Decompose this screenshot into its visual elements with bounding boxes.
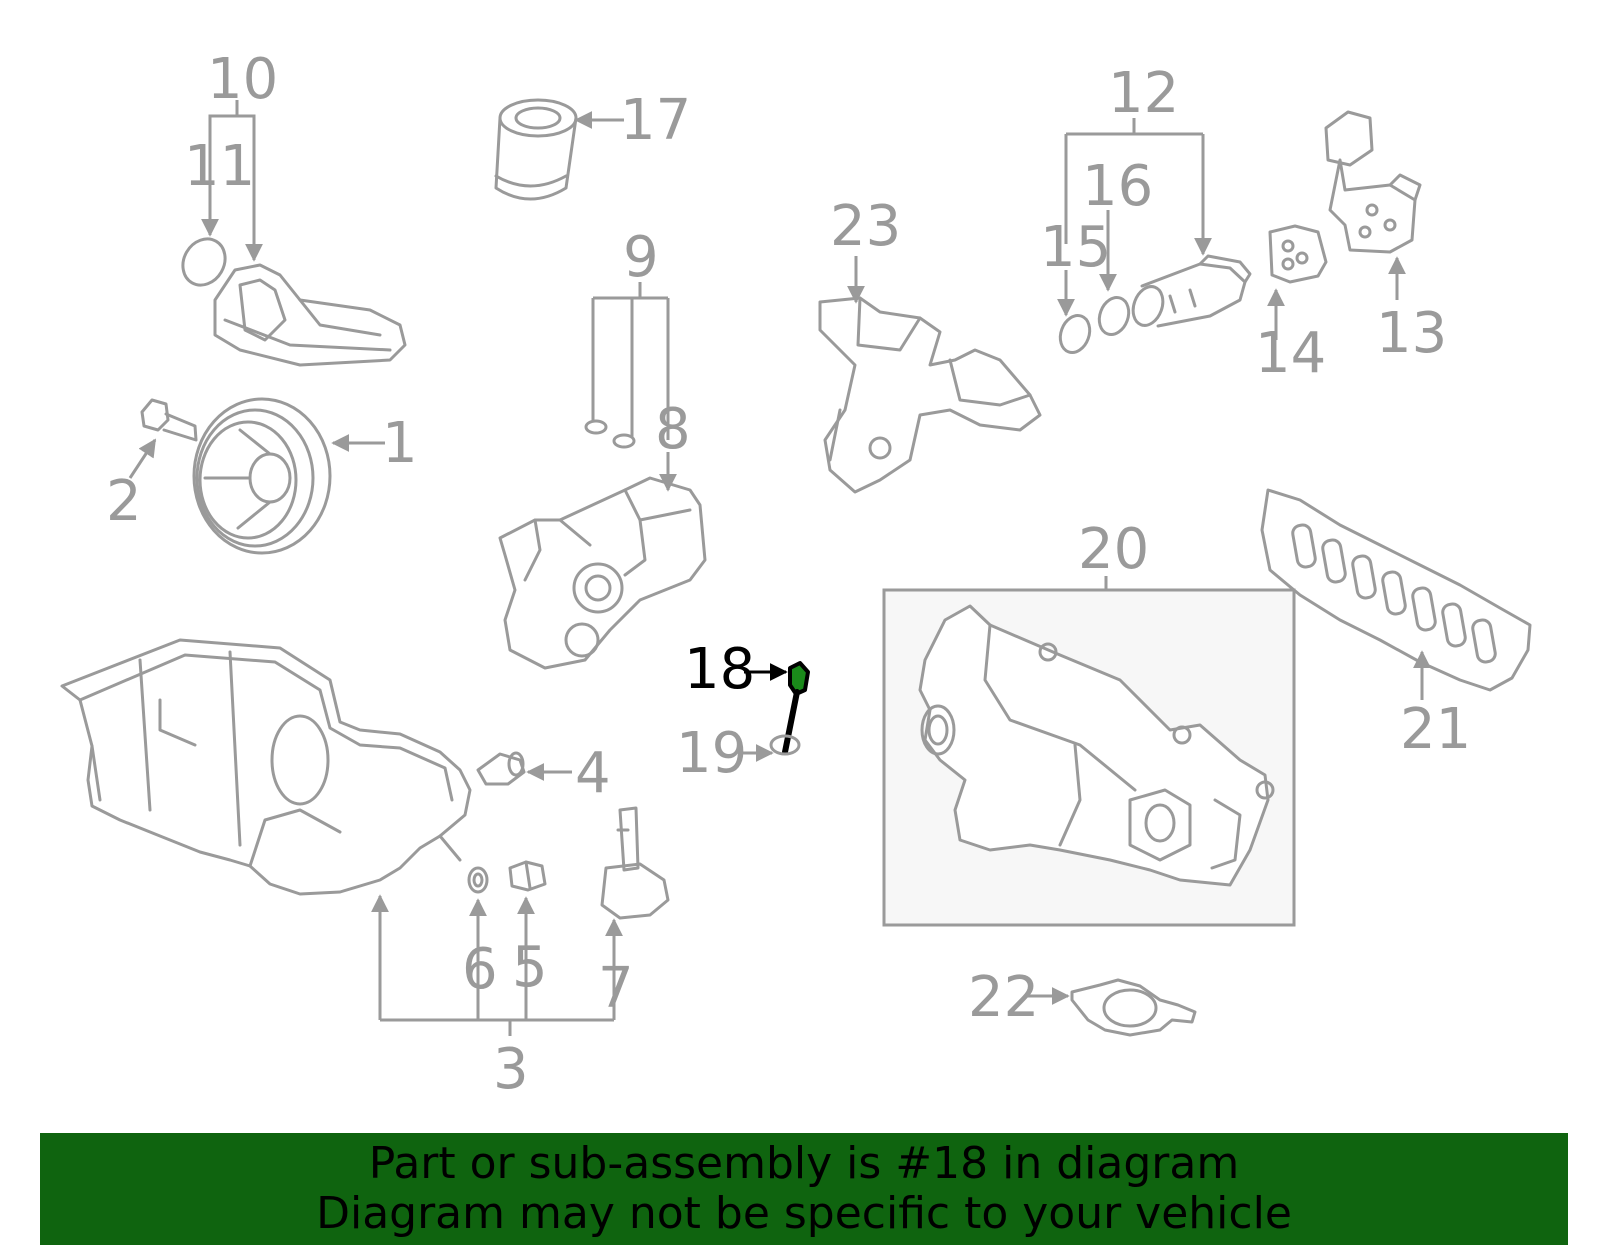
callout-7: 7 (598, 956, 634, 1021)
part-6-washer[interactable] (467, 866, 489, 894)
part-16-o-ring[interactable] (1094, 293, 1133, 338)
callout-11: 11 (184, 134, 255, 199)
part-8-oil-pump[interactable] (498, 476, 707, 670)
callout-13: 13 (1376, 301, 1447, 366)
part-22-gasket[interactable] (1070, 978, 1197, 1037)
callout-3: 3 (493, 1037, 529, 1102)
callout-19: 19 (676, 721, 747, 786)
part-20-intake-manifold[interactable] (918, 604, 1275, 887)
part-13-control-valve[interactable] (1324, 110, 1422, 254)
part-23-bracket[interactable] (818, 296, 1042, 494)
leader-3 (380, 1018, 614, 1036)
callout-4: 4 (575, 741, 611, 806)
callout-10: 10 (207, 47, 278, 112)
callout-14: 14 (1255, 321, 1326, 386)
callout-2: 2 (106, 469, 142, 534)
callout-1: 1 (382, 411, 418, 476)
part-2-bolt[interactable] (140, 398, 198, 442)
banner-line-2: Diagram may not be specific to your vehi… (316, 1188, 1292, 1239)
part-21-intake-gasket[interactable] (1260, 488, 1532, 692)
callout-21: 21 (1400, 697, 1471, 762)
banner-line-1: Part or sub-assembly is #18 in diagram (368, 1138, 1240, 1189)
callout-22: 22 (968, 965, 1039, 1030)
part-14-gasket[interactable] (1268, 224, 1328, 284)
part-15-o-ring[interactable] (1055, 311, 1094, 356)
callout-17: 17 (620, 88, 691, 153)
callout-6: 6 (462, 937, 498, 1002)
leader-2 (128, 438, 157, 479)
part-5-drain-plug[interactable] (508, 860, 547, 892)
callout-20: 20 (1078, 517, 1149, 582)
part-17-oil-filter[interactable] (494, 98, 578, 201)
callout-23: 23 (830, 194, 901, 259)
leader-9 (591, 282, 670, 440)
part-4-plug[interactable] (476, 751, 526, 786)
part-18-sensor[interactable] (782, 661, 810, 755)
callout-18: 18 (684, 637, 755, 702)
info-banner: Part or sub-assembly is #18 in diagram D… (40, 1133, 1568, 1245)
leader-12 (1064, 118, 1203, 254)
leader-10 (208, 114, 263, 262)
callout-16: 16 (1082, 154, 1153, 219)
callout-5: 5 (512, 935, 548, 1000)
callout-9: 9 (623, 225, 659, 290)
part-12-vvt-solenoid[interactable] (1128, 254, 1252, 330)
callout-15: 15 (1040, 215, 1111, 280)
callout-12: 12 (1108, 61, 1179, 126)
part-10-oil-pump-cover[interactable] (213, 263, 407, 367)
part-9-seal-a[interactable] (584, 419, 608, 435)
part-9-seal-b[interactable] (612, 433, 636, 449)
part-7-dipstick-tube[interactable] (600, 806, 670, 920)
part-3-oil-pan[interactable] (60, 638, 472, 896)
part-1-pulley[interactable] (192, 397, 332, 555)
part-11-o-ring[interactable] (175, 231, 234, 293)
callout-8: 8 (655, 397, 691, 462)
